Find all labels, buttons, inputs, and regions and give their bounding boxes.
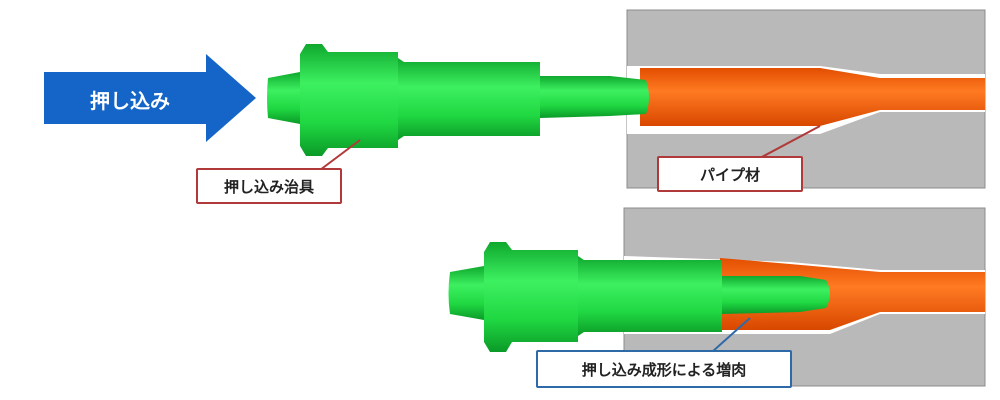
leader-line-pipe [759,125,821,159]
pressing-jig-top [267,44,649,156]
thickening-callout: 押し込み成形による増肉 [536,350,792,388]
leader-line-jig [319,139,361,171]
leader-line-thickening [711,317,751,353]
push-arrow [44,54,256,142]
pipe-top [640,68,985,126]
pressing-jig-bottom [448,242,830,352]
pipe-callout: パイプ材 [657,156,803,192]
push-arrow-label: 押し込み [90,88,170,113]
jig-callout: 押し込み治具 [196,168,342,204]
